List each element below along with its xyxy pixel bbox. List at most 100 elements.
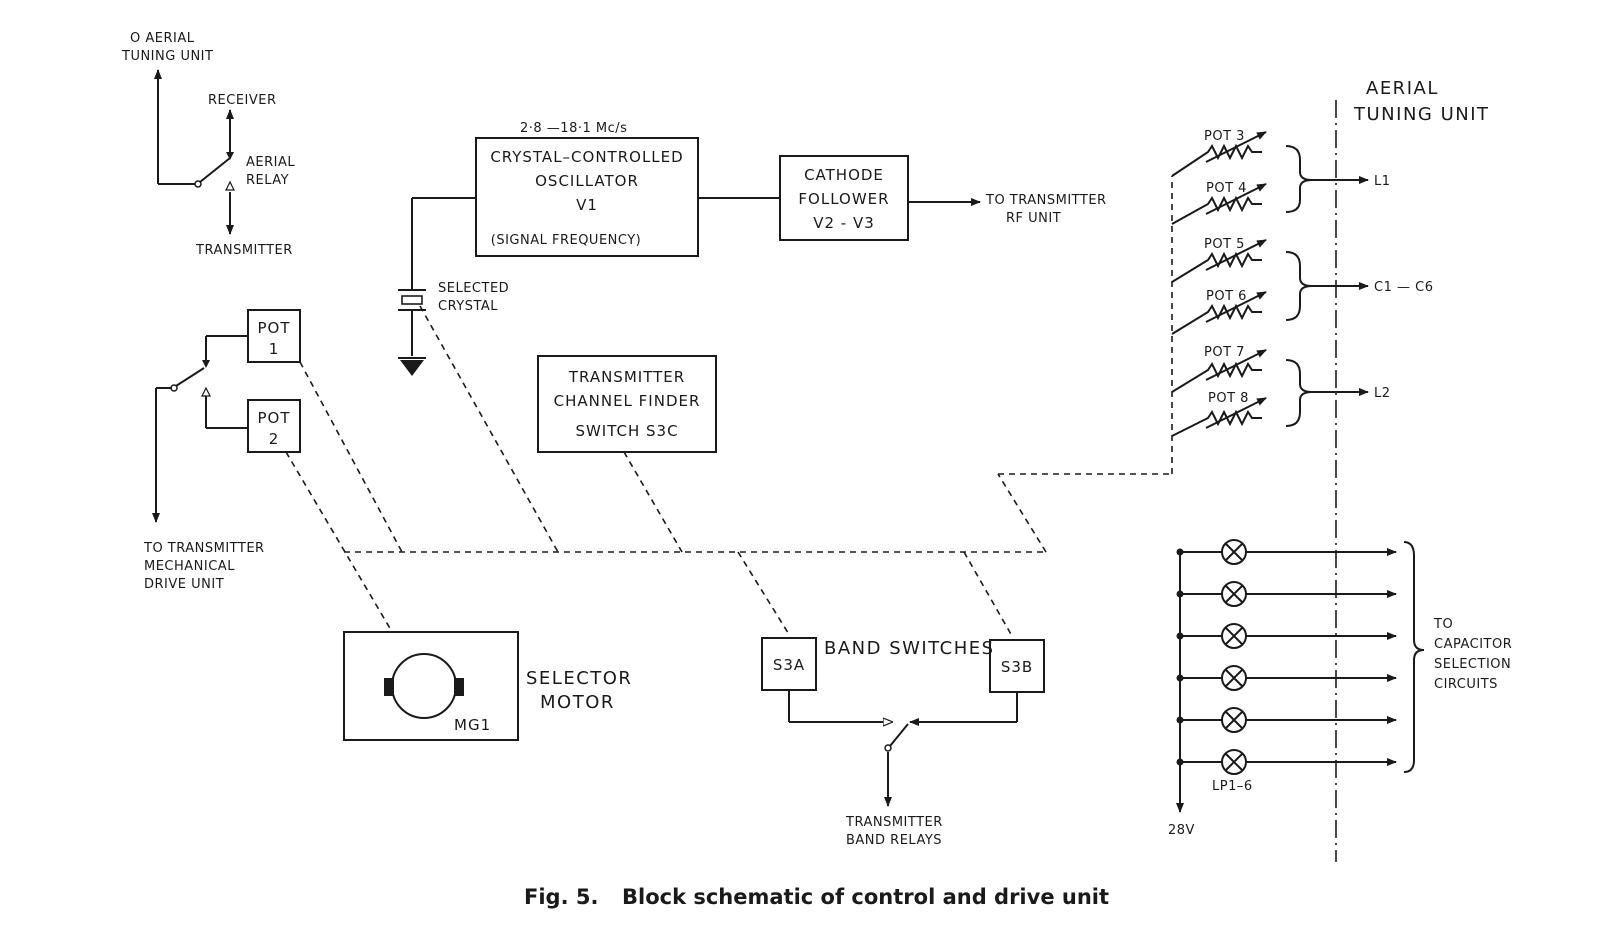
mech-drive-label-3: DRIVE UNIT xyxy=(144,577,224,592)
pot8: POT 8 xyxy=(1171,391,1267,437)
pot3-resistor xyxy=(1171,143,1262,177)
channel-finder-label-2: CHANNEL FINDER xyxy=(554,392,701,410)
motor-brush-right xyxy=(454,678,464,696)
pot5-label: POT 5 xyxy=(1204,237,1245,252)
pot-switch-arm xyxy=(175,367,205,387)
motor-icon xyxy=(391,653,457,719)
pot7: POT 7 xyxy=(1171,345,1267,393)
motor-brush-left xyxy=(384,678,394,696)
lamp-cross xyxy=(1224,668,1244,688)
lamp-rows xyxy=(1176,539,1397,775)
pot2-label-1: POT xyxy=(257,409,290,427)
band-relays-label-2: BAND RELAYS xyxy=(846,833,942,848)
ground-icon xyxy=(400,360,424,376)
band-relays-label-1: TRANSMITTER xyxy=(845,815,943,830)
crystal-label-1: SELECTED xyxy=(438,281,509,296)
oscillator-group: 2·8 —18·1 Mc/s CRYSTAL–CONTROLLED OSCILL… xyxy=(475,121,780,257)
frequency-range-label: 2·8 —18·1 Mc/s xyxy=(520,121,627,136)
pot1-linkage xyxy=(299,361,403,553)
channel-finder-group: TRANSMITTER CHANNEL FINDER SWITCH S3C xyxy=(537,355,717,453)
cathode-label-1: CATHODE xyxy=(804,166,884,184)
to-atu-label-1: O AERIAL xyxy=(130,31,195,46)
pot6: POT 6 xyxy=(1171,289,1267,335)
pot4-label: POT 4 xyxy=(1206,181,1247,196)
supply-label: 28V xyxy=(1168,823,1195,838)
channel-finder-block xyxy=(537,355,717,453)
to-rf-label-1: TO TRANSMITTER xyxy=(985,193,1107,208)
pot2-motor-linkage xyxy=(285,451,425,687)
crystal-group: SELECTED CRYSTAL xyxy=(398,197,509,376)
pot2-block xyxy=(247,399,301,453)
pot8-label: POT 8 xyxy=(1208,391,1249,406)
channel-finder-label-3: SWITCH S3C xyxy=(575,422,678,440)
selector-motor-label-2: MOTOR xyxy=(540,692,615,713)
pot7-wiper xyxy=(1205,349,1267,381)
lamp-row xyxy=(1176,707,1397,733)
cathode-follower-group: CATHODE FOLLOWER V2 - V3 TO TRANSMITTER … xyxy=(779,155,1107,241)
pot1-label-1: POT xyxy=(257,319,290,337)
l2-brace xyxy=(1285,359,1313,427)
pot4-wiper xyxy=(1205,183,1267,215)
lamp-row xyxy=(1176,539,1397,565)
pot3-wiper xyxy=(1205,131,1267,163)
atu-label-2: TUNING UNIT xyxy=(1353,104,1490,125)
lamp-cross xyxy=(1224,542,1244,562)
pot2-label-2: 2 xyxy=(269,430,280,448)
aerial-relay-group: O AERIAL TUNING UNIT RECEIVER AERIAL REL… xyxy=(121,31,295,258)
lamp-cross xyxy=(1224,752,1244,772)
s3a-label: S3A xyxy=(773,656,805,674)
s3b-linkage xyxy=(963,551,1013,637)
cap-label-2: CAPACITOR xyxy=(1434,637,1512,652)
pot8-wiper xyxy=(1205,397,1267,429)
l1-label: L1 xyxy=(1374,174,1391,189)
pot7-label: POT 7 xyxy=(1204,345,1245,360)
transmitter-contact xyxy=(225,180,235,191)
caption-title: Block schematic of control and drive uni… xyxy=(622,885,1109,909)
lamps-label: LP1–6 xyxy=(1212,779,1253,794)
lamp-cross xyxy=(1224,626,1244,646)
selector-motor-label-1: SELECTOR xyxy=(526,668,632,689)
pot1-block xyxy=(247,309,301,363)
motor-label: MG1 xyxy=(454,716,491,734)
pot1-label-2: 1 xyxy=(269,340,280,358)
cathode-label-2: FOLLOWER xyxy=(798,190,889,208)
to-atu-label-2: TUNING UNIT xyxy=(121,49,213,64)
pots-group: POT 3 POT 4 POT 5 POT 6 POT 7 POT 8 xyxy=(1171,129,1433,437)
pot6-label: POT 6 xyxy=(1206,289,1247,304)
caption-number: Fig. 5. xyxy=(524,885,598,909)
lamp-row xyxy=(1176,665,1397,691)
cathode-label-3: V2 - V3 xyxy=(813,214,875,232)
pot6-wiper xyxy=(1205,291,1267,323)
cap-label-3: SELECTION xyxy=(1434,657,1511,672)
s3a-linkage xyxy=(737,551,791,637)
lamps-group: 28V LP1–6 TO CAPACITOR SELECTION CIRCUIT… xyxy=(1168,539,1512,838)
pot7-resistor xyxy=(1171,361,1262,393)
crystal-label-2: CRYSTAL xyxy=(438,299,498,314)
mech-drive-label-2: MECHANICAL xyxy=(144,559,235,574)
pot8-resistor xyxy=(1171,409,1262,437)
to-rf-label-2: RF UNIT xyxy=(1006,211,1061,226)
lamp-row xyxy=(1176,581,1397,607)
relay-pivot xyxy=(194,180,202,188)
pot3-label: POT 3 xyxy=(1204,129,1245,144)
transmitter-label: TRANSMITTER xyxy=(195,243,293,258)
lamp-row xyxy=(1176,749,1397,775)
oscillator-label-4: (SIGNAL FREQUENCY) xyxy=(491,233,642,248)
mechanical-linkage xyxy=(285,176,1173,687)
pot5: POT 5 xyxy=(1171,237,1267,283)
s3a-block xyxy=(761,637,817,691)
mech-drive-label-1: TO TRANSMITTER xyxy=(143,541,265,556)
band-switch-arm xyxy=(889,723,909,747)
oscillator-label-2: OSCILLATOR xyxy=(535,172,639,190)
c-label: C1 — C6 xyxy=(1374,280,1433,295)
cap-label-1: TO xyxy=(1433,617,1453,632)
pot5-wiper xyxy=(1205,239,1267,271)
s3b-block xyxy=(989,639,1045,693)
crystal-body xyxy=(401,295,423,305)
band-switches-group: S3A S3B BAND SWITCHES TRANSMITTER BAND R… xyxy=(761,637,1045,848)
aerial-relay-label-1: AERIAL xyxy=(246,155,295,170)
c-brace xyxy=(1285,251,1313,321)
oscillator-label-3: V1 xyxy=(576,196,598,214)
oscillator-label-1: CRYSTAL–CONTROLLED xyxy=(490,148,683,166)
